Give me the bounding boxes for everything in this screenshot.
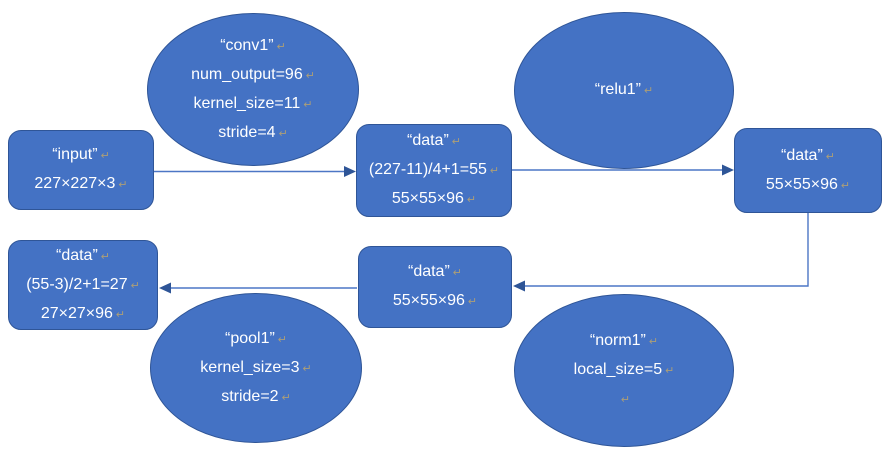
node-text-line: “data”↵ bbox=[780, 146, 835, 164]
connector-datarelu-to-datanorm[interactable] bbox=[513, 213, 809, 292]
arrowhead-left-icon bbox=[159, 282, 171, 294]
return-mark-icon: ↵ bbox=[100, 250, 110, 263]
return-mark-icon: ↵ bbox=[840, 179, 851, 192]
node-text-line: (55-3)/2+1=27↵ bbox=[26, 275, 140, 293]
return-mark-icon: ↵ bbox=[466, 194, 477, 206]
node-pool1-ellipse[interactable]: “pool1”↵ kernel_size=3↵ stride=2↵ bbox=[150, 293, 362, 443]
node-text-line: ↵ bbox=[618, 385, 630, 414]
node-text-line: “pool1”↵ bbox=[224, 329, 288, 347]
arrowhead-right-icon bbox=[344, 166, 356, 177]
node-text-line: num_output=96↵ bbox=[191, 65, 315, 83]
node-text-line: 227×227×3↵ bbox=[34, 175, 128, 192]
node-conv1-ellipse[interactable]: “conv1”↵ num_output=96↵ kernel_size=11↵ … bbox=[147, 13, 359, 166]
return-mark-icon: ↵ bbox=[278, 127, 288, 140]
node-relu1-ellipse[interactable]: “relu1”↵ bbox=[514, 12, 734, 169]
arrowhead-right-icon bbox=[722, 164, 734, 176]
node-data-conv-box[interactable]: “data”↵ (227-11)/4+1=55↵ 55×55×96↵ bbox=[356, 124, 512, 217]
connector-dataconv-to-datarelu[interactable] bbox=[512, 164, 734, 176]
node-text-line: 55×55×96↵ bbox=[391, 190, 477, 207]
node-input-box[interactable]: “input”↵ 227×227×3↵ bbox=[8, 130, 154, 210]
node-data-pool-box[interactable]: “data”↵ (55-3)/2+1=27↵ 27×27×96↵ bbox=[8, 240, 158, 330]
return-mark-icon: ↵ bbox=[644, 85, 654, 97]
return-mark-icon: ↵ bbox=[452, 267, 462, 279]
return-mark-icon: ↵ bbox=[118, 179, 128, 191]
arrowhead-left-icon bbox=[513, 280, 525, 292]
node-text-line: “data”↵ bbox=[407, 263, 462, 280]
node-text-line: “conv1”↵ bbox=[220, 36, 286, 54]
node-text-line: kernel_size=11↵ bbox=[193, 94, 313, 112]
return-mark-icon: ↵ bbox=[281, 391, 291, 404]
node-text-line: 55×55×96↵ bbox=[392, 292, 478, 309]
node-data-relu-box[interactable]: “data”↵ 55×55×96↵ bbox=[734, 128, 882, 213]
node-text-line: local_size=5↵ bbox=[573, 361, 675, 378]
node-norm1-ellipse[interactable]: “norm1”↵ local_size=5↵ ↵ bbox=[514, 294, 734, 447]
return-mark-icon: ↵ bbox=[451, 136, 461, 148]
node-text-line: stride=2↵ bbox=[221, 387, 291, 405]
node-text-line: “input”↵ bbox=[52, 146, 110, 163]
return-mark-icon: ↵ bbox=[100, 150, 110, 162]
node-text-line: “relu1”↵ bbox=[594, 81, 654, 98]
return-mark-icon: ↵ bbox=[620, 394, 631, 406]
return-mark-icon: ↵ bbox=[303, 98, 313, 111]
return-mark-icon: ↵ bbox=[648, 336, 659, 348]
return-mark-icon: ↵ bbox=[115, 308, 126, 321]
node-text-line: “norm1”↵ bbox=[589, 332, 659, 349]
node-text-line: stride=4↵ bbox=[218, 123, 288, 141]
node-text-line: 55×55×96↵ bbox=[765, 175, 851, 193]
return-mark-icon: ↵ bbox=[277, 333, 288, 346]
return-mark-icon: ↵ bbox=[276, 40, 286, 53]
node-text-line: 27×27×96↵ bbox=[40, 304, 126, 322]
node-text-line: (227-11)/4+1=55↵ bbox=[368, 161, 500, 178]
return-mark-icon: ↵ bbox=[489, 165, 500, 177]
return-mark-icon: ↵ bbox=[467, 296, 478, 308]
return-mark-icon: ↵ bbox=[825, 150, 835, 163]
node-text-line: kernel_size=3↵ bbox=[200, 358, 312, 376]
connector-datanorm-to-datapool[interactable] bbox=[159, 282, 357, 294]
return-mark-icon: ↵ bbox=[665, 365, 675, 377]
node-text-line: “data”↵ bbox=[406, 132, 461, 149]
return-mark-icon: ↵ bbox=[130, 279, 140, 292]
node-text-line: “data”↵ bbox=[55, 246, 110, 264]
return-mark-icon: ↵ bbox=[305, 69, 315, 82]
connector-input-to-dataconv[interactable] bbox=[154, 166, 356, 177]
node-data-norm-box[interactable]: “data”↵ 55×55×96↵ bbox=[358, 246, 512, 328]
return-mark-icon: ↵ bbox=[302, 362, 312, 375]
